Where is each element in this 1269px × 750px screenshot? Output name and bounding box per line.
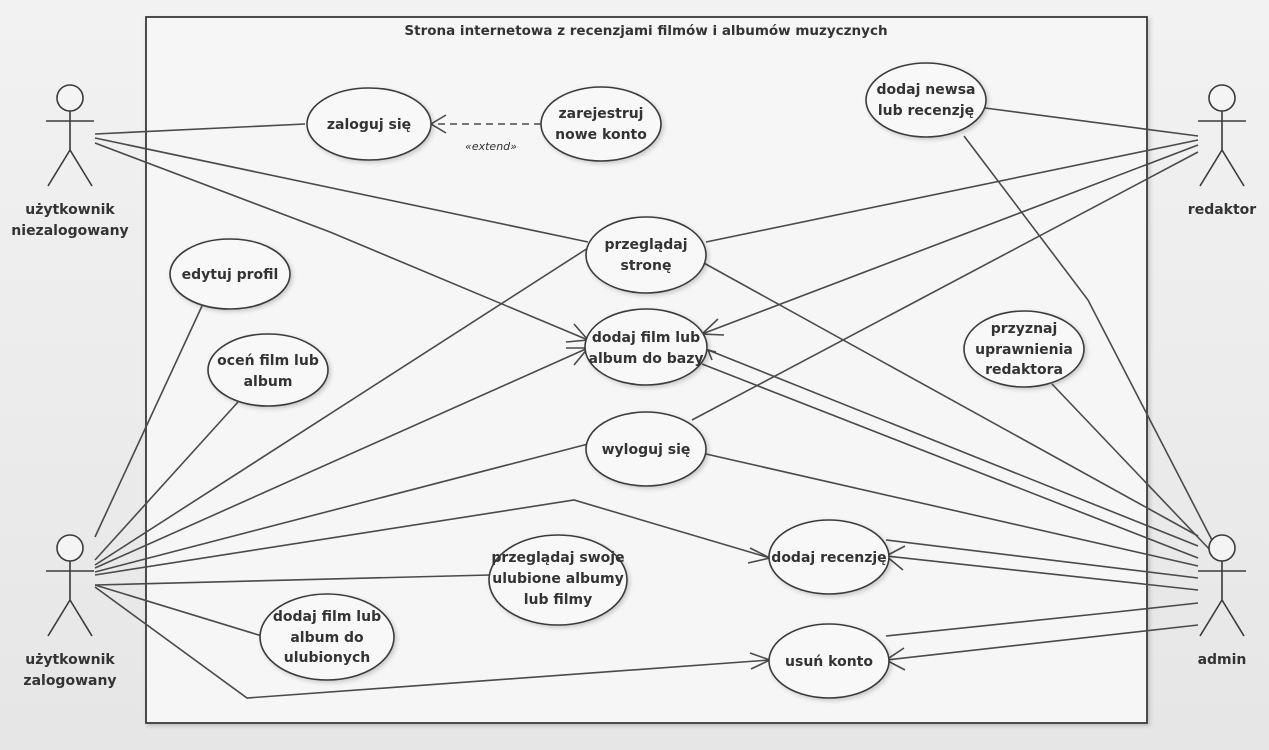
edge-user-delete-account	[94, 586, 771, 699]
edge-guest-browse	[94, 137, 589, 243]
use-case-register-oval	[540, 86, 662, 162]
edge-admin-add-film-b	[701, 363, 1199, 559]
use-case-grant-rights-oval	[963, 310, 1085, 388]
use-case-add-news-line1: dodaj newsa	[877, 82, 976, 98]
use-case-edit-profile-oval	[169, 238, 291, 310]
use-case-login[interactable]: zaloguj się	[306, 87, 432, 161]
edge-user-browse-fav	[94, 574, 491, 586]
use-case-logout[interactable]: wyloguj się	[585, 411, 707, 487]
edge-admin-add-review-b	[885, 555, 1199, 591]
edge-editor-add-news	[984, 107, 1199, 137]
actor-guest-stick-figure-icon	[46, 84, 94, 187]
actor-guest[interactable]: użytkownik niezalogowany	[11, 84, 129, 239]
actor-user-label-line2: zalogowany	[23, 673, 116, 689]
use-case-browse-favorites-oval	[488, 534, 628, 626]
edge-user-add-film	[94, 347, 589, 569]
edge-user-browse	[94, 247, 589, 566]
edge-user-add-review	[94, 499, 771, 576]
use-case-login-oval	[306, 87, 432, 161]
use-case-rate[interactable]: oceń film lub album	[207, 333, 329, 407]
use-case-add-film[interactable]: dodaj film lub album do bazy	[584, 308, 708, 386]
use-case-logout-label: wyloguj się	[602, 442, 691, 458]
use-case-delete-account-oval	[768, 623, 890, 699]
use-case-add-review-label: dodaj recenzję	[771, 550, 886, 566]
use-case-add-film-line1: dodaj film lub	[592, 330, 700, 346]
actor-guest-label-line2: niezalogowany	[11, 223, 128, 239]
actor-user-label-line1: użytkownik	[25, 652, 115, 668]
edge-user-edit-profile	[94, 305, 203, 538]
use-case-grant-rights[interactable]: przyznaj uprawnienia redaktora	[963, 310, 1085, 388]
arrowhead-admin-add-film	[706, 348, 717, 361]
use-case-add-favorite-line1: dodaj film lub	[273, 609, 381, 625]
use-case-browse-favorites-line1: przeglądaj swoje	[491, 550, 624, 566]
actor-editor[interactable]: redaktor	[1188, 84, 1256, 218]
use-case-add-review-oval	[768, 519, 890, 595]
use-case-rate-oval	[207, 333, 329, 407]
edge-admin-browse	[701, 261, 1199, 537]
edge-user-add-fav	[94, 584, 263, 637]
use-case-delete-account[interactable]: usuń konto	[768, 623, 890, 699]
use-case-edit-profile[interactable]: edytuj profil	[169, 238, 291, 310]
system-title: Strona internetowa z recenzjami filmów i…	[404, 23, 887, 39]
use-case-register[interactable]: zarejestruj nowe konto	[540, 86, 662, 162]
edge-user-rate	[94, 401, 239, 561]
use-case-add-news-oval	[865, 62, 987, 138]
actor-admin[interactable]: admin	[1198, 534, 1247, 668]
use-case-delete-account-label: usuń konto	[785, 654, 873, 670]
edge-admin-grant-rights	[1051, 383, 1213, 553]
actor-admin-stick-figure-icon	[1198, 534, 1246, 637]
use-cases: zaloguj się zarejestruj nowe konto dodaj…	[169, 62, 1085, 699]
edge-user-logout	[94, 443, 589, 573]
edge-guest-login	[94, 123, 306, 135]
use-case-browse-line2: stronę	[620, 258, 671, 274]
use-case-add-favorite-oval	[259, 593, 395, 681]
edge-admin-delete-a	[885, 602, 1199, 637]
actor-guest-label-line1: użytkownik	[25, 202, 115, 218]
use-case-edit-profile-label: edytuj profil	[182, 267, 279, 283]
use-case-add-review[interactable]: dodaj recenzję	[768, 519, 890, 595]
use-case-logout-oval	[585, 411, 707, 487]
use-case-add-film-oval	[584, 308, 708, 386]
edge-admin-add-news	[963, 135, 1215, 545]
use-case-add-favorite-line2: album do	[290, 630, 364, 646]
use-case-browse-oval	[585, 216, 707, 294]
actor-editor-stick-figure-icon	[1198, 84, 1246, 187]
use-case-browse-line1: przeglądaj	[604, 237, 687, 253]
use-case-add-news-line2: lub recenzję	[878, 103, 974, 119]
actor-user[interactable]: użytkownik zalogowany	[23, 534, 117, 689]
use-case-login-label: zaloguj się	[327, 117, 411, 133]
use-case-grant-rights-line3: redaktora	[985, 362, 1063, 378]
actor-editor-label: redaktor	[1188, 202, 1256, 218]
use-case-browse-favorites-line2: ulubione albumy	[492, 571, 623, 587]
use-case-browse[interactable]: przeglądaj stronę	[585, 216, 707, 294]
edge-admin-add-film-a	[707, 349, 1199, 547]
use-case-grant-rights-line1: przyznaj	[991, 321, 1058, 337]
use-case-add-film-line2: album do bazy	[589, 351, 704, 367]
use-case-add-favorite[interactable]: dodaj film lub album do ulubionych	[259, 593, 395, 681]
use-case-rate-line1: oceń film lub	[217, 353, 319, 369]
use-case-browse-favorites-line3: lub filmy	[524, 592, 593, 608]
edge-editor-browse	[705, 139, 1199, 243]
actor-admin-label: admin	[1198, 652, 1247, 668]
use-case-browse-favorites[interactable]: przeglądaj swoje ulubione albumy lub fil…	[488, 534, 628, 626]
use-case-grant-rights-line2: uprawnienia	[975, 342, 1073, 358]
use-case-rate-line2: album	[244, 374, 293, 390]
use-case-register-line1: zarejestruj	[559, 106, 644, 122]
actors: użytkownik niezalogowany użytkownik zalo…	[11, 84, 1256, 689]
extend-label: «extend»	[465, 140, 517, 153]
edge-admin-delete-b	[885, 624, 1199, 661]
use-case-add-favorite-line3: ulubionych	[284, 650, 371, 666]
edge-admin-logout	[705, 453, 1199, 567]
edge-editor-add-film	[701, 144, 1199, 335]
use-case-add-news[interactable]: dodaj newsa lub recenzję	[865, 62, 987, 138]
associations: «extend»	[94, 107, 1215, 699]
actor-user-stick-figure-icon	[46, 534, 94, 637]
use-case-register-line2: nowe konto	[555, 127, 647, 143]
edge-admin-add-review-a	[885, 539, 1199, 579]
edge-editor-logout	[691, 151, 1199, 421]
